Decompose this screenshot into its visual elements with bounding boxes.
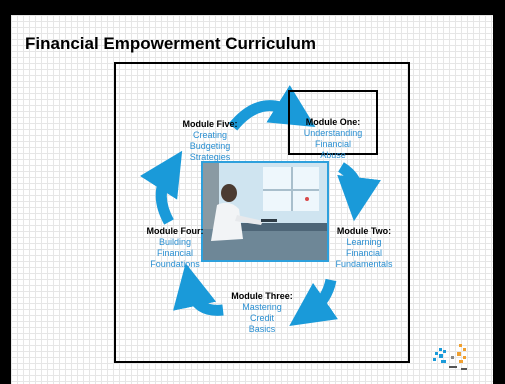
module-two-line: Financial (345, 248, 383, 258)
organization-logo-icon (433, 344, 467, 370)
module-four-label: Module Four: Building Financial Foundati… (135, 226, 215, 270)
module-one-label: Module One: Understanding Financial Abus… (288, 117, 378, 161)
arrow-five-to-one-icon (228, 85, 316, 131)
diagram-frame (114, 62, 410, 363)
module-five-label: Module Five: Creating Budgeting Strategi… (170, 119, 250, 163)
module-one-highlight-box (288, 90, 378, 155)
module-five-line: Budgeting (189, 141, 231, 151)
woman-at-desk-photo (201, 161, 329, 262)
module-two-title: Module Two: (336, 226, 392, 236)
arrow-one-to-two-icon (337, 162, 381, 222)
arrow-four-to-five-icon (139, 150, 183, 225)
module-three-line: Credit (249, 313, 274, 323)
module-four-line: Financial (156, 248, 194, 258)
module-four-line: Foundations (150, 259, 200, 269)
module-one-line: Understanding (303, 128, 363, 138)
slide: Financial Empowerment Curriculum (11, 15, 493, 384)
module-four-line: Building (158, 237, 192, 247)
module-five-line: Strategies (189, 152, 231, 162)
module-five-line: Creating (192, 130, 228, 140)
module-three-line: Basics (248, 324, 276, 334)
module-two-label: Module Two: Learning Financial Fundament… (324, 226, 404, 270)
module-two-line: Fundamentals (335, 259, 393, 269)
slide-title: Financial Empowerment Curriculum (25, 34, 316, 53)
module-two-line: Learning (346, 237, 382, 247)
arrow-two-to-three-icon (289, 278, 338, 326)
module-five-title: Module Five: (182, 119, 238, 129)
arrow-three-to-four-icon (173, 263, 224, 316)
cycle-arrows (139, 85, 381, 326)
module-three-line: Mastering (242, 302, 282, 312)
module-one-line: Abuse (320, 150, 346, 160)
module-one-title: Module One: (305, 117, 361, 127)
module-three-title: Module Three: (231, 291, 293, 301)
module-three-label: Module Three: Mastering Credit Basics (219, 291, 305, 335)
module-one-line: Financial (314, 139, 352, 149)
module-four-title: Module Four: (146, 226, 204, 236)
